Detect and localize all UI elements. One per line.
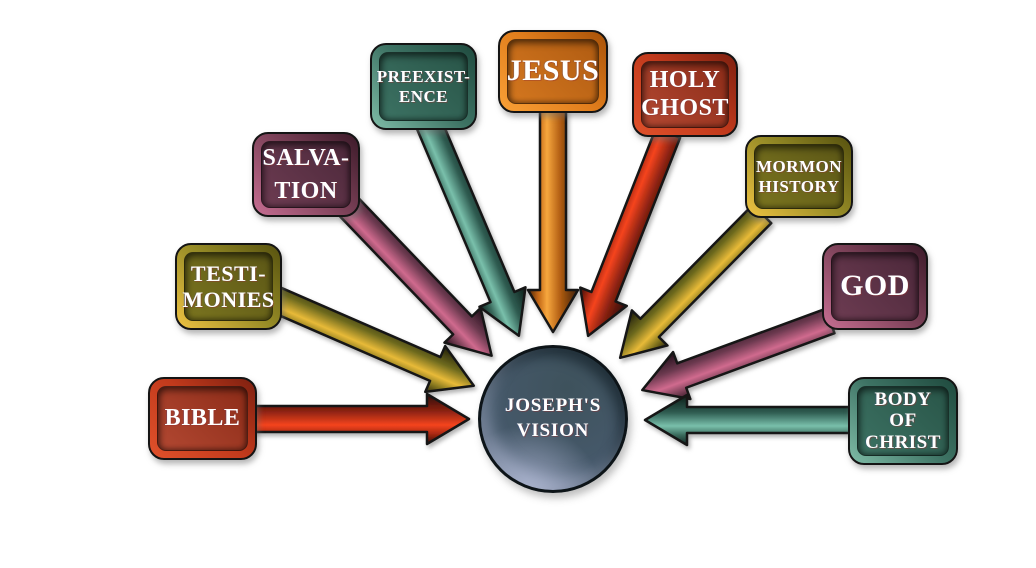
node-preexistence-label: PREEXIST- ENCE bbox=[376, 66, 471, 106]
node-mormon-history-panel: MORMON HISTORY bbox=[754, 144, 844, 209]
arrow-salvation bbox=[338, 196, 493, 357]
node-holy-ghost-label: HOLY GHOST bbox=[641, 66, 729, 121]
node-salvation-label: SALVA- TION bbox=[262, 145, 350, 204]
node-bible-label: BIBLE bbox=[164, 404, 241, 431]
node-god[interactable]: GOD bbox=[822, 243, 928, 330]
arrow-body-of-christ bbox=[643, 393, 854, 447]
node-jesus-label: JESUS bbox=[506, 54, 600, 88]
node-testimonies-panel: TESTI- MONIES bbox=[182, 252, 275, 321]
node-testimonies[interactable]: TESTI- MONIES bbox=[175, 243, 282, 330]
center-label: JOSEPH'S VISION bbox=[504, 395, 602, 441]
arrow-holy-ghost bbox=[578, 126, 682, 338]
arrow-bible bbox=[248, 392, 471, 446]
node-preexistence-panel: PREEXIST- ENCE bbox=[376, 52, 471, 121]
node-jesus[interactable]: JESUS bbox=[498, 30, 608, 113]
node-mormon-history-label: MORMON HISTORY bbox=[755, 156, 843, 196]
node-body-of-christ[interactable]: BODY OF CHRIST bbox=[848, 377, 958, 465]
arrow-mormon-history bbox=[618, 203, 773, 360]
node-salvation-panel: SALVA- TION bbox=[261, 141, 351, 208]
arrow-preexistence bbox=[415, 117, 527, 337]
center-circle-josephs-vision[interactable]: JOSEPH'S VISION bbox=[478, 345, 628, 493]
arrow-god bbox=[641, 307, 836, 401]
node-holy-ghost-panel: HOLY GHOST bbox=[641, 61, 729, 128]
node-god-panel: GOD bbox=[831, 252, 919, 321]
node-holy-ghost[interactable]: HOLY GHOST bbox=[632, 52, 738, 137]
arrow-jesus bbox=[526, 108, 580, 334]
node-bible[interactable]: BIBLE bbox=[148, 377, 257, 460]
node-body-of-christ-panel: BODY OF CHRIST bbox=[857, 386, 949, 456]
node-bible-panel: BIBLE bbox=[157, 386, 248, 451]
node-mormon-history[interactable]: MORMON HISTORY bbox=[745, 135, 853, 218]
node-god-label: GOD bbox=[840, 269, 910, 303]
node-testimonies-label: TESTI- MONIES bbox=[182, 261, 275, 312]
arrow-testimonies bbox=[265, 284, 476, 394]
node-preexistence[interactable]: PREEXIST- ENCE bbox=[370, 43, 477, 130]
node-body-of-christ-label: BODY OF CHRIST bbox=[865, 389, 941, 453]
node-salvation[interactable]: SALVA- TION bbox=[252, 132, 360, 217]
node-jesus-panel: JESUS bbox=[507, 39, 599, 104]
